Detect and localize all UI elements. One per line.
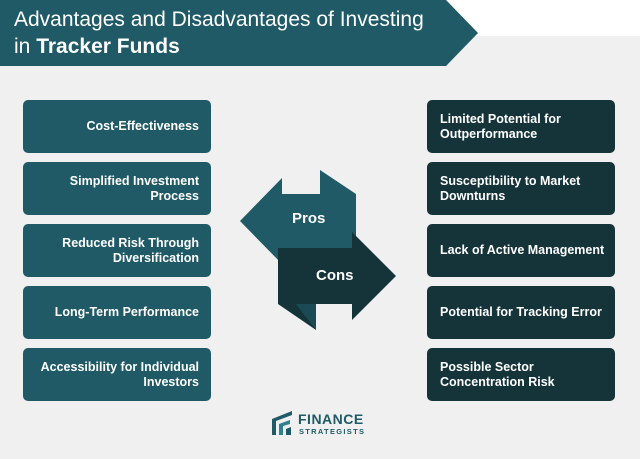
title-banner [0, 0, 478, 66]
pro-item-label: Reduced Risk Through Diversification [62, 235, 199, 265]
pro-item-reduced-risk: Reduced Risk Through Diversification [23, 224, 211, 277]
logo-tagline: STRATEGISTS [299, 427, 366, 436]
arrows-graphic [240, 170, 396, 330]
con-item-lack-active-management: Lack of Active Management [427, 224, 615, 277]
pro-item-accessibility: Accessibility for Individual Investors [23, 348, 211, 401]
logo-name: FINANCE [298, 411, 364, 427]
cons-label: Cons [316, 267, 354, 284]
title-prefix: in [14, 35, 37, 58]
con-item-sector-concentration: Possible Sector Concentration Risk [427, 348, 615, 401]
pros-label: Pros [292, 210, 326, 227]
con-item-label: Lack of Active Management [440, 243, 605, 257]
finance-strategists-logo: FINANCE STRATEGISTS [270, 409, 380, 439]
title-line-2: in Tracker Funds [14, 33, 454, 60]
logo-mark-icon [272, 411, 292, 435]
pro-item-simplified-process: Simplified Investment Process [23, 162, 211, 215]
title-emphasis: Tracker Funds [36, 35, 180, 58]
pro-item-cost-effectiveness: Cost-Effectiveness [23, 100, 211, 153]
con-item-tracking-error: Potential for Tracking Error [427, 286, 615, 339]
con-item-label: Potential for Tracking Error [440, 305, 602, 319]
pros-arrow-tail [320, 170, 356, 194]
pros-arrow-shape [240, 178, 356, 264]
pro-item-long-term-performance: Long-Term Performance [23, 286, 211, 339]
con-item-market-downturns: Susceptibility to Market Downturns [427, 162, 615, 215]
con-item-label: Limited Potential for Outperformance [440, 111, 561, 141]
cons-arrow-fold [296, 304, 316, 330]
cons-arrow-shape [278, 232, 396, 320]
page-title: Advantages and Disadvantages of Investin… [14, 6, 454, 60]
con-item-limited-outperformance: Limited Potential for Outperformance [427, 100, 615, 153]
pros-cons-arrows: Pros Cons [238, 164, 402, 334]
con-item-label: Possible Sector Concentration Risk [440, 359, 555, 389]
pro-item-label: Cost-Effectiveness [86, 119, 199, 133]
pro-item-label: Long-Term Performance [54, 305, 199, 319]
title-line-1: Advantages and Disadvantages of Investin… [14, 8, 424, 31]
pro-item-label: Accessibility for Individual Investors [40, 359, 199, 389]
pro-item-label: Simplified Investment Process [69, 173, 199, 203]
con-item-label: Susceptibility to Market Downturns [440, 173, 581, 203]
